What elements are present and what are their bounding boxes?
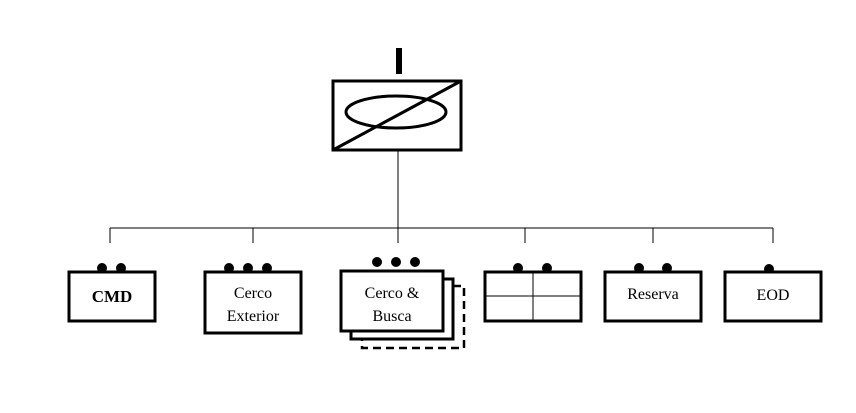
- subunit-eod: EOD: [723, 264, 823, 323]
- subunit-label: Reserva: [627, 286, 679, 303]
- echelon-dot-icon: [372, 257, 382, 267]
- subunit-label-line: Busca: [372, 308, 411, 325]
- echelon-dot-icon: [410, 257, 420, 267]
- top-unit: I: [331, 48, 463, 152]
- subunit-label: EOD: [757, 287, 790, 304]
- subunit-cmd: CMD: [67, 263, 157, 323]
- subunit-box: [339, 269, 445, 333]
- connectors: [109, 150, 774, 243]
- subunit-cerco-busca: Cerco & Busca: [339, 257, 466, 350]
- diagonal-line-icon: [332, 79, 462, 152]
- subunit-cerco-exterior: Cerco Exterior: [203, 263, 303, 335]
- subunit-label-line: Exterior: [227, 308, 280, 325]
- subunit-reserva: Reserva: [603, 263, 703, 323]
- subunit-box: [603, 270, 703, 323]
- subunit-box: [203, 270, 303, 335]
- subunit-label: CMD: [92, 287, 133, 306]
- subunit-box: [67, 270, 157, 323]
- subunit-grid: [483, 263, 583, 323]
- echelon-bar-icon: [396, 48, 402, 74]
- subunit-label-line: Cerco: [234, 285, 272, 302]
- echelon-dot-icon: [391, 257, 401, 267]
- ellipse-icon: [344, 94, 448, 130]
- subunit-label-line: Cerco &: [365, 285, 420, 302]
- subunit-box: [723, 270, 823, 323]
